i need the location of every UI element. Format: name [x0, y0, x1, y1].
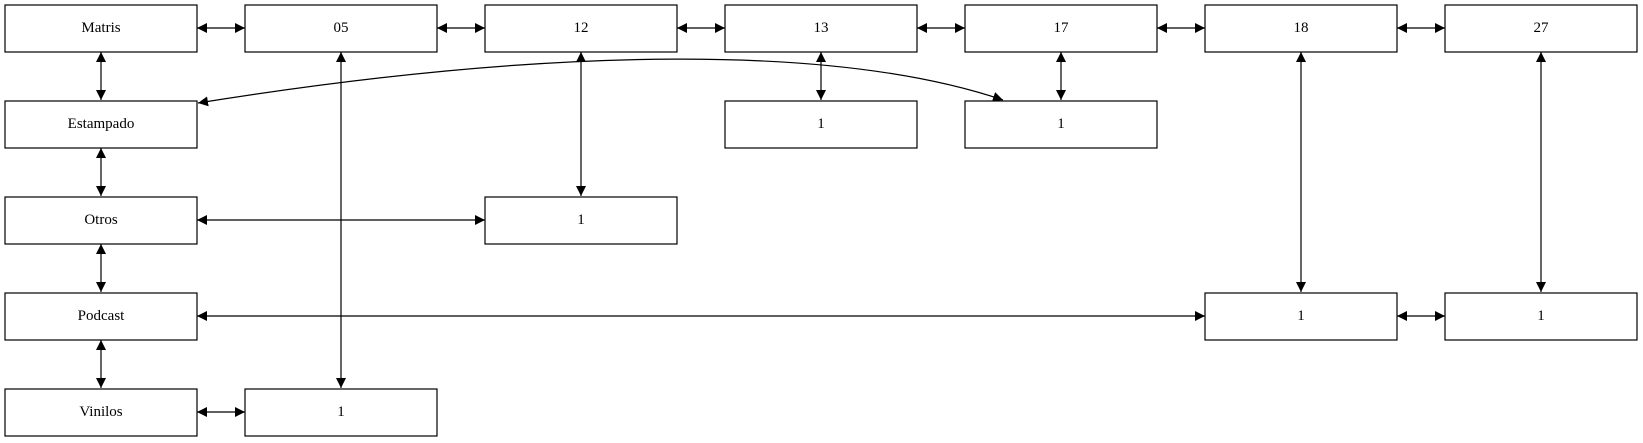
node-13-count: 1	[724, 100, 918, 149]
node-18-count: 1	[1204, 292, 1398, 341]
node-label-estampado: Estampado	[68, 116, 135, 132]
node-matris: Matris	[4, 4, 198, 53]
node-label-27-count: 1	[1537, 308, 1545, 324]
node-podcast: Podcast	[4, 292, 198, 341]
nodes: Matris Estampado Otros Podcast Vinilos 0…	[4, 4, 1638, 437]
node-17: 17	[964, 4, 1158, 53]
node-label-matris: Matris	[81, 20, 120, 36]
node-18: 18	[1204, 4, 1398, 53]
node-17-count: 1	[964, 100, 1158, 149]
node-label-podcast: Podcast	[78, 308, 125, 324]
node-label-18: 18	[1294, 20, 1309, 36]
node-05-count: 1	[244, 388, 438, 437]
node-27: 27	[1444, 4, 1638, 53]
node-estampado: Estampado	[4, 100, 198, 149]
edges	[96, 23, 1546, 417]
node-label-18-count: 1	[1297, 308, 1305, 324]
node-label-27: 27	[1534, 20, 1550, 36]
node-05: 05	[244, 4, 438, 53]
node-12-count: 1	[484, 196, 678, 245]
node-label-12-count: 1	[577, 212, 585, 228]
node-label-otros: Otros	[84, 212, 117, 228]
node-13: 13	[724, 4, 918, 53]
node-vinilos: Vinilos	[4, 388, 198, 437]
node-label-05-count: 1	[337, 404, 345, 420]
node-label-05: 05	[334, 20, 349, 36]
node-12: 12	[484, 4, 678, 53]
node-label-vinilos: Vinilos	[79, 404, 122, 420]
node-label-17-count: 1	[1057, 116, 1065, 132]
node-label-12: 12	[574, 20, 589, 36]
node-27-count: 1	[1444, 292, 1638, 341]
node-label-13-count: 1	[817, 116, 825, 132]
node-otros: Otros	[4, 196, 198, 245]
edge-estampado-v17	[197, 58, 1004, 107]
node-label-13: 13	[814, 20, 829, 36]
node-label-17: 17	[1054, 20, 1070, 36]
